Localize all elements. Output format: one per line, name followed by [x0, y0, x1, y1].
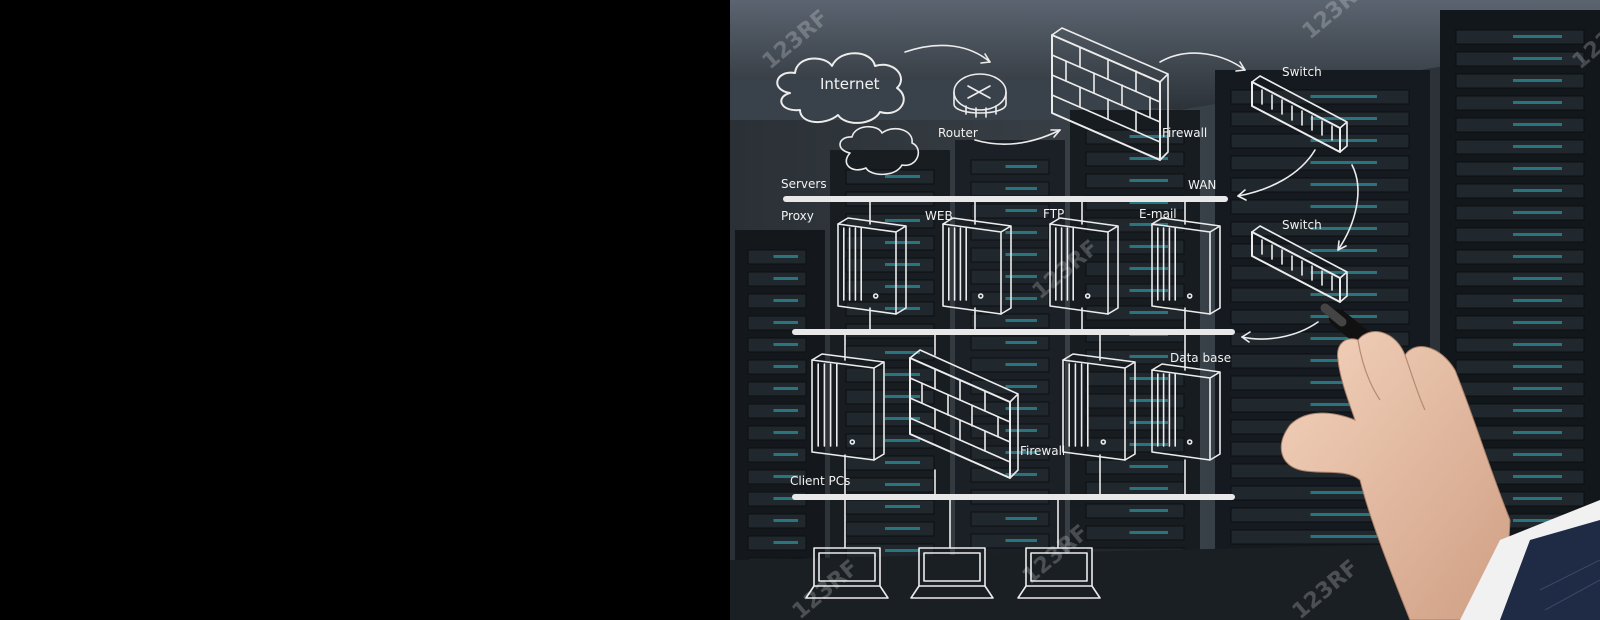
wan-label: WAN — [1188, 178, 1216, 192]
switch-top-label: Switch — [1282, 65, 1322, 79]
switch-top-icon — [1251, 75, 1348, 153]
server-web-icon — [942, 217, 1012, 315]
server-app-icon — [1062, 353, 1136, 461]
client-laptop-icon — [910, 547, 994, 599]
client-pcs-bus — [792, 494, 1235, 500]
hand-with-marker — [1280, 303, 1600, 620]
web-label: WEB — [925, 209, 953, 223]
arrow-switch-wan — [1237, 149, 1316, 197]
arrow-switch-bus — [1241, 321, 1319, 340]
internet-cloud-icon — [776, 52, 905, 124]
switch-bottom-label: Switch — [1282, 218, 1322, 232]
server-client-icon — [811, 353, 885, 461]
client-laptop-icon — [805, 547, 889, 599]
router-icon — [953, 73, 1007, 118]
router-label: Router — [938, 126, 978, 140]
client-pcs-label: Client PCs — [790, 474, 850, 488]
servers-bus — [783, 196, 1228, 202]
cloud-icon — [839, 125, 920, 176]
arrow-router-firewall — [974, 129, 1061, 145]
server-ftp-icon — [1049, 217, 1119, 315]
firewall-top-label: Firewall — [1162, 126, 1207, 140]
internet-label: Internet — [820, 75, 880, 93]
black-panel — [0, 0, 730, 620]
server-proxy-icon — [837, 217, 907, 315]
server-email-icon — [1151, 217, 1221, 315]
servers-bus-label: Servers — [781, 177, 827, 191]
firewall-middle-icon — [909, 349, 1019, 479]
proxy-label: Proxy — [781, 209, 814, 223]
arrow-firewall-switch — [1159, 52, 1246, 71]
server-database-icon — [1151, 363, 1221, 461]
database-label: Data base — [1170, 351, 1231, 365]
firewall-middle-label: Firewall — [1020, 444, 1065, 458]
middle-bus — [792, 329, 1235, 335]
arrow-internet-router — [904, 44, 991, 63]
chalk-diagram: Internet Router Firewall — [776, 27, 1359, 599]
firewall-top-icon — [1051, 27, 1169, 161]
arrow-switch-switch — [1337, 164, 1359, 251]
switch-bottom-icon — [1251, 225, 1348, 303]
ftp-label: FTP — [1043, 207, 1064, 221]
email-label: E-mail — [1139, 207, 1177, 221]
client-laptop-icon — [1017, 547, 1101, 599]
